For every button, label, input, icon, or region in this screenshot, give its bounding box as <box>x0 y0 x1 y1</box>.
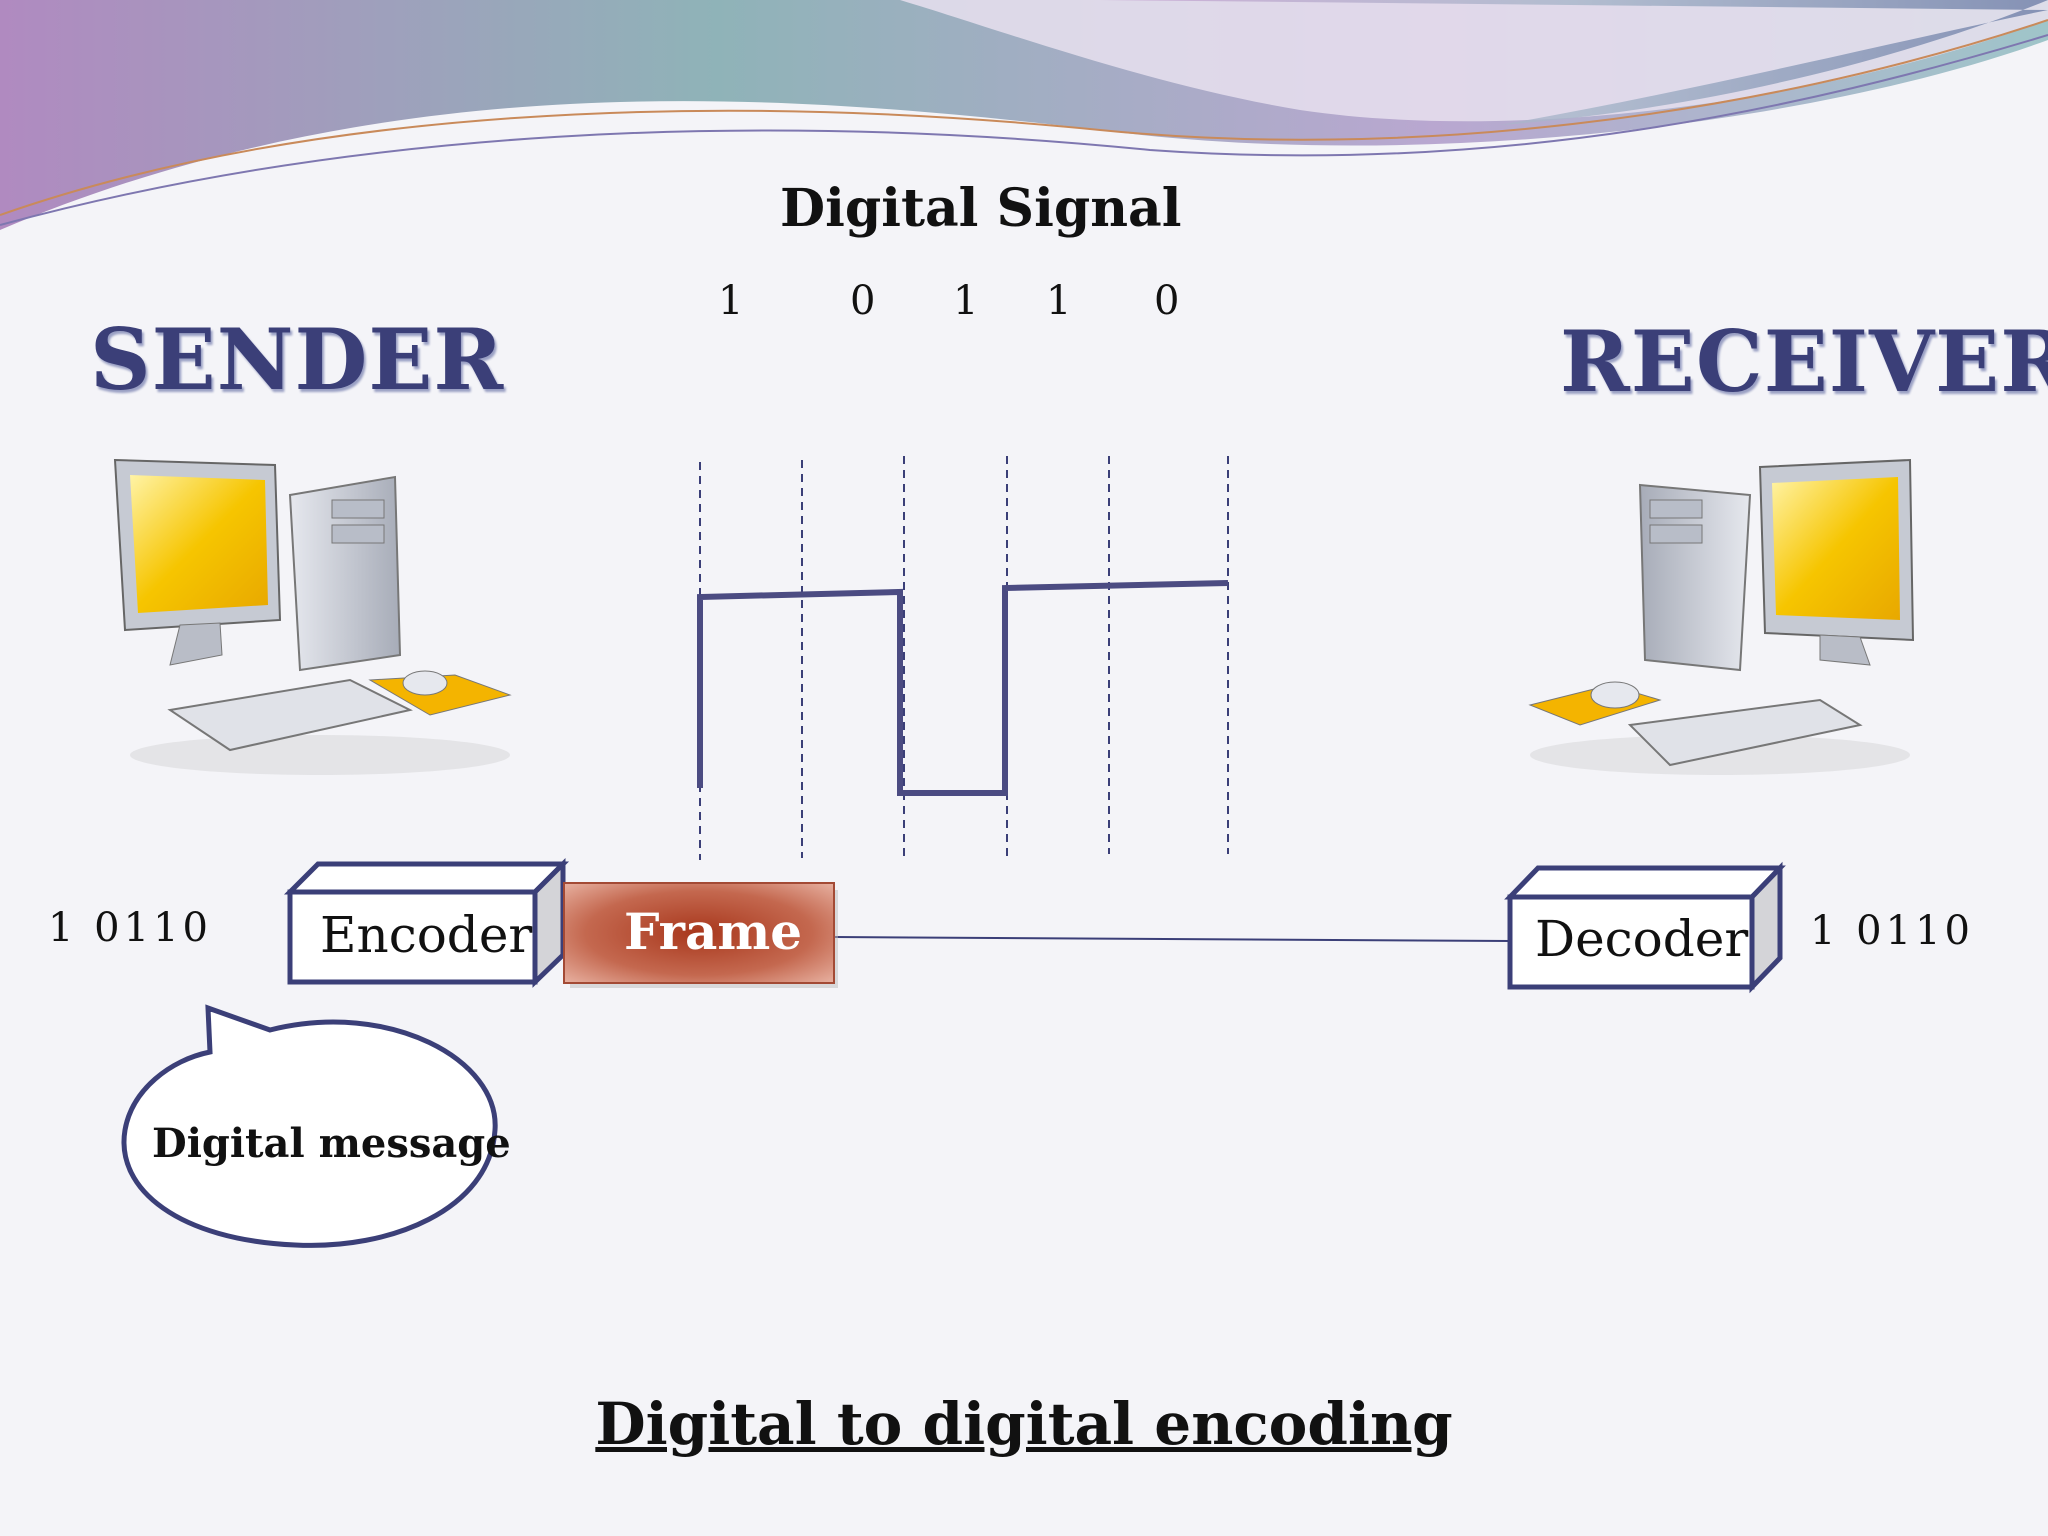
diagram-caption: Digital to digital encoding <box>595 1390 1453 1458</box>
sender-bits: 1 0110 <box>48 905 212 951</box>
receiver-bits: 1 0110 <box>1810 908 1974 954</box>
computer-icon <box>1528 458 1915 775</box>
bubble-label: Digital message <box>152 1120 511 1167</box>
encoder-label: Encoder <box>320 906 533 964</box>
computer-icon <box>113 458 512 775</box>
receiver-heading: RECEIVER <box>1560 312 2048 411</box>
frame-label: Frame <box>624 902 803 961</box>
decoder-label: Decoder <box>1535 910 1749 968</box>
signal-bit: 0 <box>1154 278 1180 324</box>
sender-label: SENDER <box>90 310 505 409</box>
signal-bit: 1 <box>718 278 744 324</box>
transmission-line <box>833 936 1511 942</box>
signal-waveform <box>697 580 1229 796</box>
diagram-title: Digital Signal <box>780 178 1182 239</box>
header-waves <box>0 0 2048 230</box>
signal-bit: 1 <box>953 278 979 324</box>
signal-bit: 1 <box>1046 278 1072 324</box>
receiver-label: RECEIVER <box>1560 312 2048 411</box>
signal-bit: 0 <box>850 278 876 324</box>
sender-heading: SENDER <box>90 310 504 409</box>
